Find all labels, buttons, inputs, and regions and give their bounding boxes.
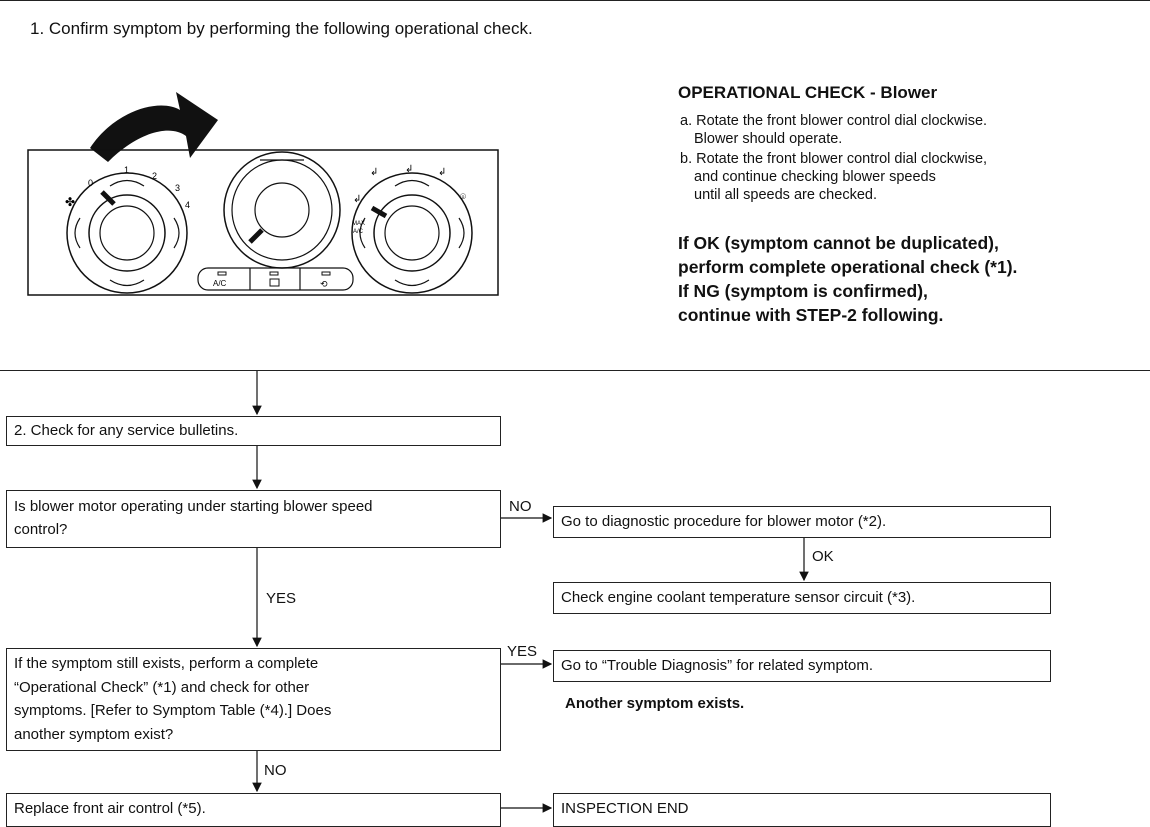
- vent-mode-icon: ↲: [370, 167, 378, 178]
- op-line-a-2: Blower should operate.: [694, 131, 843, 147]
- op-line-b: b. Rotate the front blower control dial …: [680, 151, 988, 167]
- fan-speed-2: 2: [152, 171, 157, 181]
- replace-box: Replace front air control (*5).: [6, 793, 501, 827]
- diag-box: Go to diagnostic procedure for blower mo…: [553, 506, 1051, 538]
- result-ok-line: If OK (symptom cannot be duplicated),: [678, 233, 999, 253]
- mode-label-ac: A/C: [353, 229, 364, 235]
- button-row: A/C ⟲: [197, 267, 354, 291]
- step2-box: 2. Check for any service bulletins.: [6, 416, 501, 446]
- op-line-b-2: and continue checking blower speeds: [694, 169, 936, 185]
- panel-outline: [27, 149, 499, 296]
- op-line-b-3: until all speeds are checked.: [694, 187, 877, 203]
- result-ok-action: perform complete operational check (*1).: [678, 257, 1018, 277]
- operational-check-title: OPERATIONAL CHECK - Blower: [678, 83, 938, 102]
- fan-speed-4: 4: [185, 200, 190, 210]
- q2-no-label: NO: [264, 762, 287, 779]
- q2-line-4: another symptom exist?: [14, 725, 174, 743]
- another-symptom-note: Another symptom exists.: [565, 695, 745, 712]
- diag-ok-label: OK: [812, 548, 834, 565]
- q2-yes-label: YES: [507, 643, 538, 660]
- max-mode-icon: ↲: [353, 194, 361, 205]
- q2-line-2: “Operational Check” (*1) and check for o…: [14, 678, 310, 696]
- fan-speed-1: 1: [124, 165, 129, 175]
- q1-line-1: Is blower motor operating under starting…: [14, 498, 373, 515]
- q2-line-1: If the symptom still exists, perform a c…: [14, 655, 319, 672]
- foot-mode-icon: ↲: [438, 167, 446, 178]
- fan-speed-dial: 0 1 2 3 4 ✤: [65, 165, 190, 294]
- step1-box: [0, 0, 1150, 371]
- q1-no-label: NO: [509, 498, 532, 515]
- bilevel-mode-icon: ↲: [405, 164, 413, 175]
- result-ng-line: If NG (symptom is confirmed),: [678, 281, 928, 301]
- mode-label-max: MAX: [352, 221, 365, 227]
- recirc-icon: ⟲: [320, 280, 328, 290]
- op-line-a: a. Rotate the front blower control dial …: [680, 113, 988, 129]
- trouble-text: Go to “Trouble Diagnosis” for related sy…: [561, 657, 874, 674]
- coolant-text: Check engine coolant temperature sensor …: [561, 589, 916, 606]
- blower-control-panel-illustration: 0 1 2 3 4 ✤ A/C ⟲ MAX A/C ↲ ↲: [27, 92, 499, 296]
- q1-line-2: control?: [14, 521, 68, 538]
- q1-yes-label: YES: [266, 590, 297, 607]
- result-ng-action: continue with STEP-2 following.: [678, 305, 944, 325]
- end-box: INSPECTION END: [553, 793, 1051, 827]
- diag-text: Go to diagnostic procedure for blower mo…: [561, 513, 887, 530]
- coolant-box: Check engine coolant temperature sensor …: [553, 582, 1051, 614]
- fan-icon: ✤: [65, 195, 75, 209]
- replace-text: Replace front air control (*5).: [14, 800, 206, 817]
- step2-text: 2. Check for any service bulletins.: [14, 422, 239, 439]
- fan-speed-0: 0: [88, 178, 93, 188]
- step1-title: 1. Confirm symptom by performing the fol…: [30, 19, 533, 38]
- ac-button-label: A/C: [213, 279, 227, 288]
- defrost-mode-icon: ⌾: [460, 192, 466, 203]
- q2-box: If the symptom still exists, perform a c…: [6, 648, 501, 751]
- mode-dial: MAX A/C ↲ ↲ ↲ ↲ ⌾: [351, 164, 473, 294]
- q1-box: Is blower motor operating under starting…: [6, 490, 501, 548]
- q2-line-3: symptoms. [Refer to Symptom Table (*4).]…: [14, 702, 332, 719]
- fan-speed-3: 3: [175, 183, 180, 193]
- end-text: INSPECTION END: [561, 800, 689, 817]
- rotation-arrow-icon: [90, 92, 218, 162]
- trouble-box: Go to “Trouble Diagnosis” for related sy…: [553, 650, 1051, 682]
- temperature-dial: [223, 151, 341, 269]
